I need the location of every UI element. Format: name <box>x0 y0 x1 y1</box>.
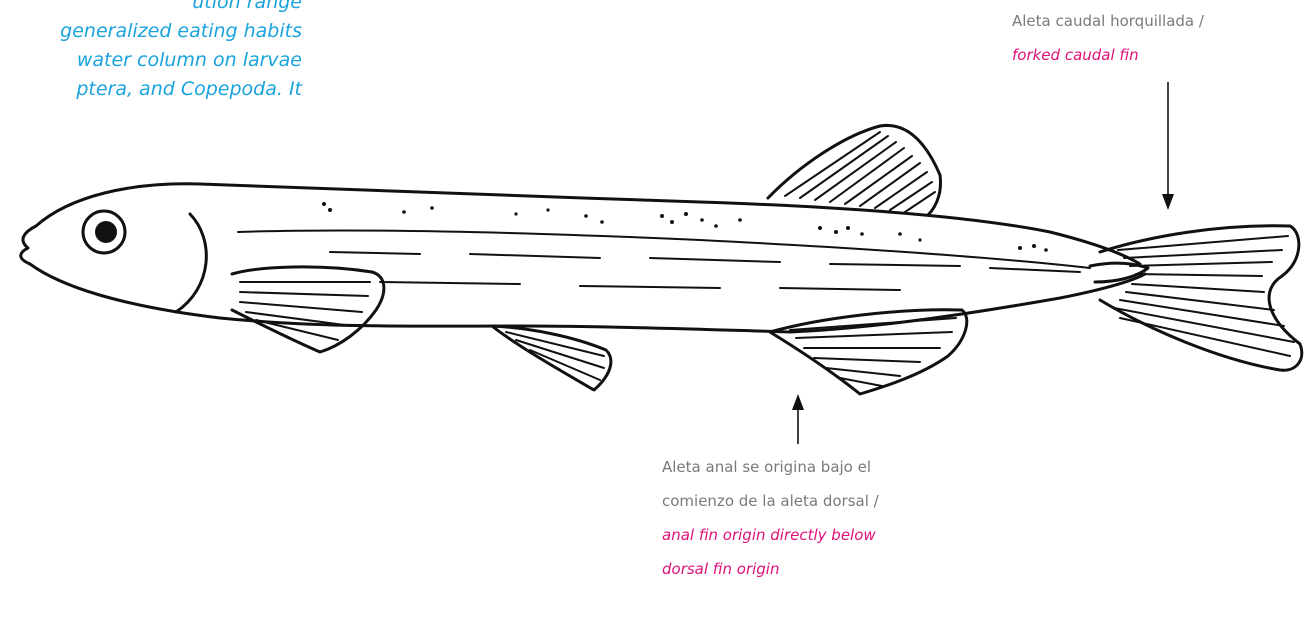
anal-caption-english-2: dorsal fin origin <box>662 552 879 586</box>
caudal-caption-spanish: Aleta caudal horquillada / <box>1012 4 1204 38</box>
caudal-fin-arrow <box>1162 82 1174 210</box>
anal-caption-spanish-1: Aleta anal se origina bajo el <box>662 450 879 484</box>
pectoral-fin <box>232 267 384 352</box>
caudal-caption-english: forked caudal fin <box>1012 38 1204 72</box>
caudal-fin-caption: Aleta caudal horquillada / forked caudal… <box>1012 4 1204 72</box>
anal-caption-spanish-2: comienzo de la aleta dorsal / <box>662 484 879 518</box>
caudal-fin <box>1100 226 1302 370</box>
pelvic-fin <box>492 326 611 390</box>
fish-body <box>21 184 1148 332</box>
anal-fin <box>770 310 967 394</box>
anal-caption-english-1: anal fin origin directly below <box>662 518 879 552</box>
dorsal-fin <box>768 125 941 215</box>
anal-fin-caption: Aleta anal se origina bajo el comienzo d… <box>662 450 879 586</box>
anal-fin-arrow <box>792 394 804 444</box>
